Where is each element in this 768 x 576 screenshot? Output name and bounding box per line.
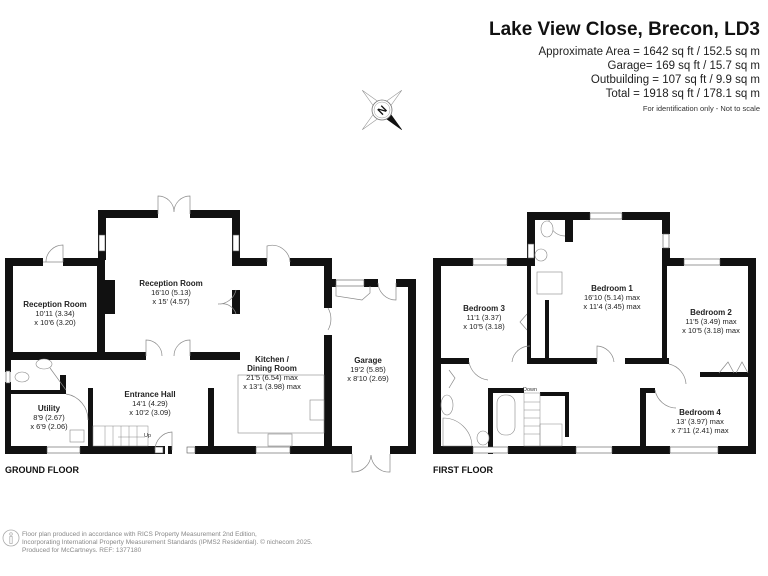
- compass-rose-icon: N: [361, 89, 403, 131]
- footer-disclaimer: Floor plan produced in accordance with R…: [22, 531, 313, 554]
- room-bedroom-2: Bedroom 2 11'5 (3.49) max x 10'5 (3.18) …: [682, 308, 740, 335]
- stairs-up-label: Up: [144, 433, 152, 439]
- scale-disclaimer: For identification only - Not to scale: [642, 104, 760, 113]
- garage-area: Garage= 169 sq ft / 15.7 sq m: [607, 60, 760, 72]
- property-title: Lake View Close, Brecon, LD3: [488, 19, 760, 40]
- room-reception-room-small: Reception Room 10'11 (3.34) x 10'6 (3.20…: [23, 300, 87, 327]
- rics-info-icon: [2, 529, 20, 547]
- approximate-area: Approximate Area = 1642 sq ft / 152.5 sq…: [538, 46, 760, 58]
- outbuilding-area: Outbuilding = 107 sq ft / 9.9 sq m: [590, 74, 760, 86]
- room-entrance-hall: Entrance Hall 14'1 (4.29) x 10'2 (3.09): [124, 390, 176, 417]
- room-bedroom-4: Bedroom 4 13' (3.97) max x 7'11 (2.41) m…: [671, 408, 729, 435]
- room-bedroom-3: Bedroom 3 11'1 (3.37) x 10'5 (3.18): [463, 304, 505, 331]
- room-utility: Utility 8'9 (2.67) x 6'9 (2.06): [30, 404, 68, 431]
- total-area: Total = 1918 sq ft / 178.1 sq m: [605, 88, 760, 100]
- room-reception-room-large: Reception Room 16'10 (5.13) x 15' (4.57): [139, 279, 203, 306]
- room-garage: Garage 19'2 (5.85) x 8'10 (2.69): [347, 356, 389, 383]
- stairs-down-label: Down: [523, 387, 538, 393]
- first-floor-label: FIRST FLOOR: [433, 465, 493, 475]
- ground-floor-label: GROUND FLOOR: [5, 465, 79, 475]
- room-bedroom-1: Bedroom 1 16'10 (5.14) max x 11'4 (3.45)…: [583, 284, 641, 311]
- room-kitchen-dining: Kitchen / Dining Room 21'5 (6.54) max x …: [243, 355, 301, 391]
